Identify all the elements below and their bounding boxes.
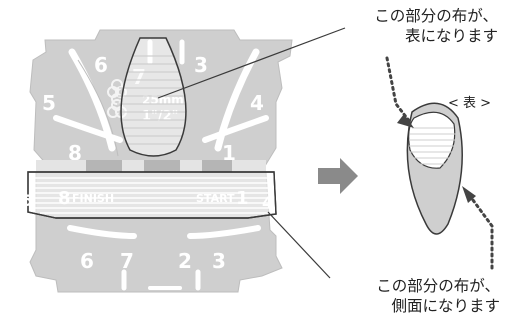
annotation-face-line1: この部分の布が、 [374,7,498,25]
left-number: 5 [42,91,56,115]
left-edge-number: 5 [22,191,33,210]
lower-number-1: 6 [80,249,94,273]
mid-left-number: 8 [68,141,82,165]
start-label: START [196,192,235,205]
finished-shape [406,102,463,235]
start-number: 1 [236,188,249,209]
arrow-head-face [397,114,414,128]
lower-number-3: 2 [178,249,192,273]
lower-number-2: 7 [120,249,134,273]
callout-line-top [157,27,346,99]
annotation-side-line1: この部分の布が、 [376,277,500,295]
right-number: 4 [250,91,264,115]
dotted-line-face [385,56,412,124]
right-edge-number: 4 [262,193,273,212]
finish-label: FINISH [72,192,114,205]
annotation-side-line2: 側面になります [391,297,500,315]
tool-lower-half [29,171,283,293]
fabric-face-oval [117,37,190,157]
lower-number-4: 3 [212,249,226,273]
annotation-side: この部分の布が、 側面になります [376,276,500,316]
dotted-line-side [468,194,494,270]
face-label: < 表 > [448,96,492,111]
finish-number: 8 [58,188,71,209]
callout-line-bottom [267,211,331,279]
hinge-strip [36,160,266,172]
right-arrow-icon [318,158,358,194]
annotation-face-line2: 表になります [404,27,498,45]
annotation-face: この部分の布が、 表になります [374,6,498,46]
fabric-strip [27,171,277,219]
arrow-head-side [462,186,476,203]
upper-number-3: 3 [194,53,208,77]
upper-number-1: 6 [94,53,108,77]
mid-right-number: 1 [222,141,236,165]
